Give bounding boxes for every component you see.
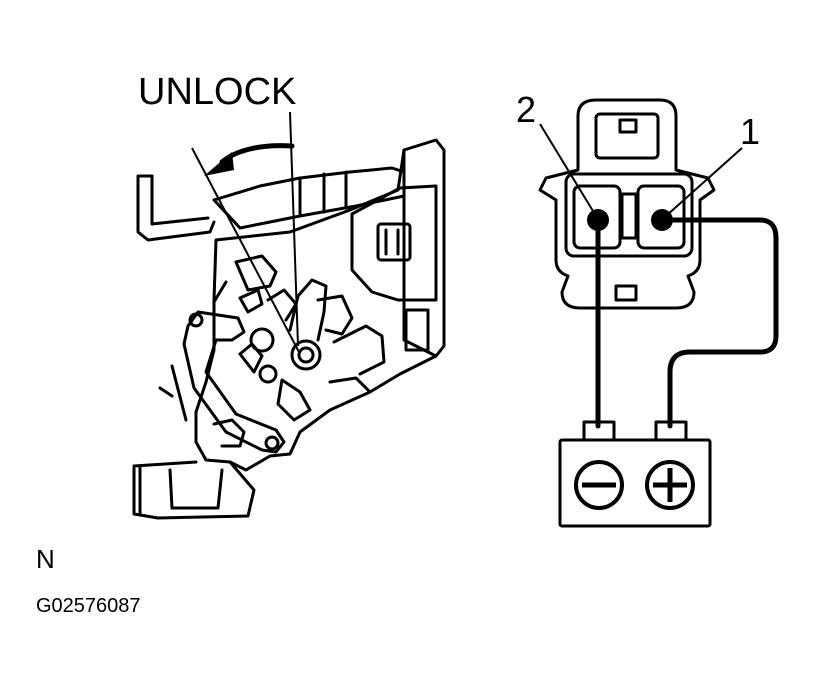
connector-cavity <box>564 172 694 258</box>
actuator-rod <box>136 174 216 242</box>
battery-negative-symbol <box>574 460 624 510</box>
battery-positive-symbol <box>645 460 695 510</box>
lock-gear-pivot <box>290 339 322 371</box>
unlock-label: UNLOCK <box>138 71 296 113</box>
lock-actuator-assembly <box>132 138 446 520</box>
connector-housing <box>538 98 716 310</box>
unlock-leader-lines <box>191 111 301 355</box>
wire-positive <box>659 217 779 429</box>
actuator-rod-inner <box>150 174 210 226</box>
view-letter: N <box>36 544 55 574</box>
battery-body <box>558 438 712 528</box>
pin-1-label: 1 <box>740 111 760 152</box>
pin-2-leader <box>539 123 597 217</box>
pin-1-leader <box>665 147 743 217</box>
unlock-direction-arrow <box>204 143 295 176</box>
connector-plug <box>538 98 716 310</box>
lock-lever <box>182 310 286 454</box>
lever-pivot-bottom <box>264 435 280 451</box>
pin-2-label: 2 <box>516 89 536 130</box>
battery <box>558 420 712 528</box>
lever-pivot-top <box>188 312 204 328</box>
connector-latch <box>594 112 660 160</box>
actuator-connector <box>132 460 256 520</box>
figure-code: G02576087 <box>36 595 141 617</box>
test-wires <box>595 217 779 429</box>
